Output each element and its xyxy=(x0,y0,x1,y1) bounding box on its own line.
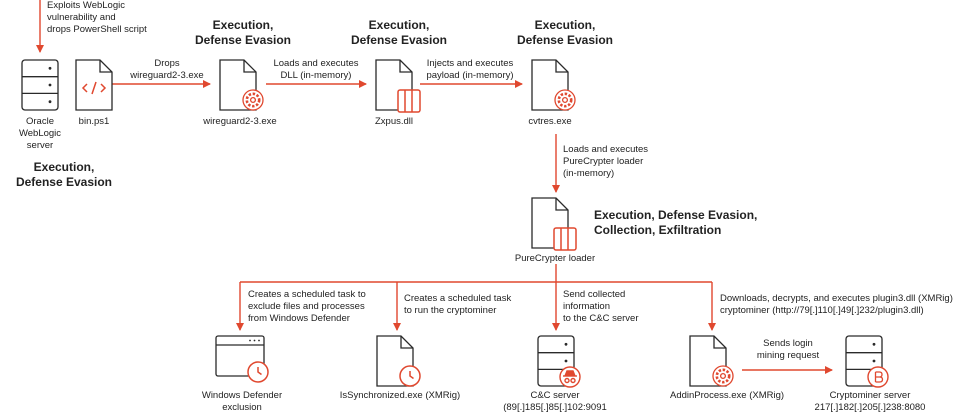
gear-file-icon xyxy=(219,59,264,111)
edge-label-send-info: Send collected information to the C&C se… xyxy=(563,289,639,324)
dll-file-icon xyxy=(531,197,577,251)
edge-label-drops: Drops wireguard2-3.exe xyxy=(130,58,204,81)
edge-label-sched-miner: Creates a scheduled task to run the cryp… xyxy=(404,293,512,316)
edge-label-login: Sends login mining request xyxy=(756,338,820,361)
edge-label-injects: Injects and executes payload (in-memory) xyxy=(426,58,514,81)
server-icon xyxy=(21,59,59,111)
node-label-wireguard: wireguard2-3.exe xyxy=(203,116,277,127)
spy-server-icon xyxy=(537,335,581,388)
node-label-cvtres: cvtres.exe xyxy=(528,116,572,127)
window-clock-icon xyxy=(215,335,269,383)
script-file-icon xyxy=(75,59,113,111)
gear-file-icon xyxy=(531,59,576,111)
node-label-issync: IsSynchronized.exe (XMRig) xyxy=(339,390,461,401)
node-label-miner: Cryptominer server 217[.]182[.]205[.]238… xyxy=(814,390,926,413)
node-label-zxpus: Zxpus.dll xyxy=(374,116,413,127)
node-label-bin: bin.ps1 xyxy=(78,116,110,127)
node-label-addin: AddinProcess.exe (XMRig) xyxy=(670,390,785,401)
node-label-weblogic: Oracle WebLogic server xyxy=(18,116,62,151)
phase-label-cvtres: Execution, Defense Evasion xyxy=(516,18,614,47)
node-label-defender: Windows Defender exclusion xyxy=(201,390,283,413)
edge-label-exploit: Exploits WebLogic vulnerability and drop… xyxy=(47,0,147,35)
flow-arrows xyxy=(36,0,833,374)
phase-label-purecrypter: Execution, Defense Evasion, Collection, … xyxy=(594,208,758,237)
node-label-cnc: C&C server (89[.]185[.]85[.]102:9091 xyxy=(503,390,607,413)
dll-file-icon xyxy=(375,59,421,113)
clock-file-icon xyxy=(376,335,421,387)
edge-label-download: Downloads, decrypts, and executes plugin… xyxy=(720,293,953,316)
edge-label-loads-dll: Loads and executes DLL (in-memory) xyxy=(273,58,359,81)
phase-label-weblogic: Execution, Defense Evasion xyxy=(15,160,113,189)
phase-label-zxpus: Execution, Defense Evasion xyxy=(350,18,448,47)
edge-label-sched-exclude: Creates a scheduled task to exclude file… xyxy=(248,289,366,324)
coin-server-icon xyxy=(845,335,889,388)
gear-file-icon xyxy=(689,335,734,387)
node-label-purecrypter: PureCrypter loader xyxy=(514,253,596,264)
edge-label-loads-pc: Loads and executes PureCrypter loader (i… xyxy=(563,144,649,179)
phase-label-wireguard: Execution, Defense Evasion xyxy=(194,18,292,47)
